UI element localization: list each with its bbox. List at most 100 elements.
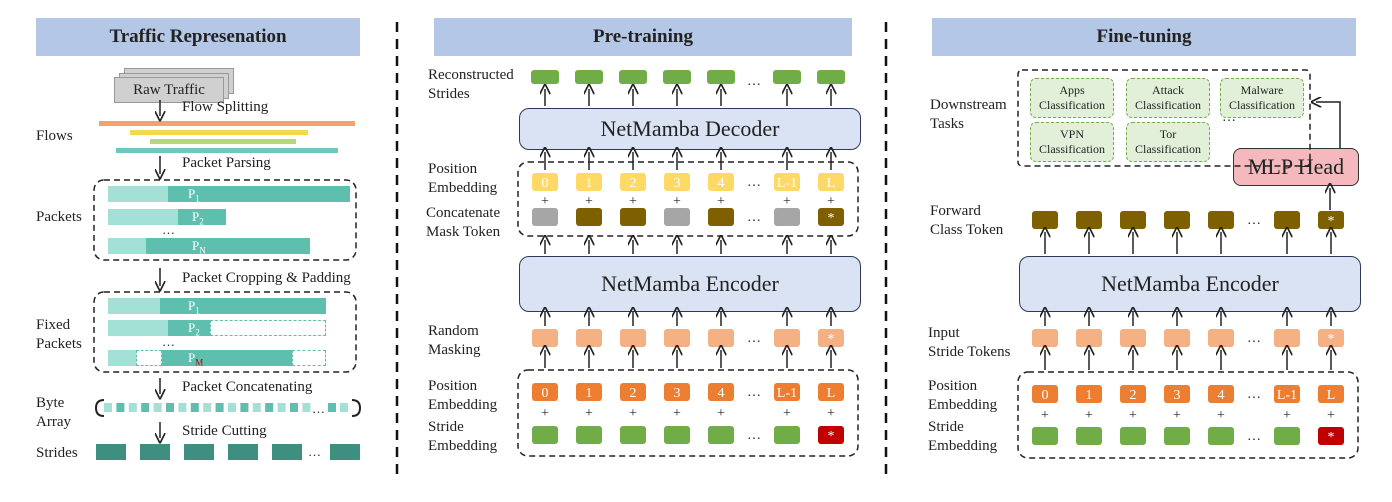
stride-block	[184, 444, 214, 460]
ft-input-token-4	[1208, 329, 1234, 347]
byte-cell	[178, 403, 187, 412]
step-stride-cutting: Stride Cutting	[182, 423, 267, 439]
ft-input-token-6	[1318, 329, 1344, 347]
pt-plus-top-1: +	[585, 194, 593, 209]
byte-cell	[265, 403, 274, 412]
ft-input-token-1	[1076, 329, 1102, 347]
pt-pos-top-3	[664, 173, 690, 191]
pt-pos-top-6-label: L	[827, 176, 836, 191]
fixed-packet-2: P2	[108, 320, 326, 338]
ft-class-token-4	[1208, 211, 1234, 229]
pt-masked-token-0	[532, 329, 558, 347]
byte-cell	[215, 403, 224, 412]
ft-pos-1-label: 1	[1086, 388, 1093, 403]
pt-masked-token-1	[576, 329, 602, 347]
fixed-packet-ellipsis: …	[162, 334, 175, 349]
pt-pos-top-5-label: L-1	[777, 176, 797, 191]
ft-class-token-6-label: *	[1328, 214, 1335, 229]
raw-traffic-box: Raw Traffic	[114, 77, 224, 103]
pt-masked-token-2	[620, 329, 646, 347]
step-packet-concatenating: Packet Concatenating	[182, 379, 313, 395]
downstream-tasks-box	[1017, 69, 1311, 167]
ft-pos-4	[1208, 385, 1234, 403]
ft-plus-5: +	[1283, 408, 1291, 423]
pt-pos-bottom-2-label: 2	[630, 386, 637, 401]
pt-pos-top-2-label: 2	[630, 176, 637, 191]
byte-cell	[153, 403, 162, 412]
header-traffic-representation: Traffic Represenation	[36, 18, 360, 56]
pt-pos-top-ellipsis: …	[747, 175, 761, 190]
pt-mask-row-ellipsis: …	[747, 331, 761, 346]
stride-block	[140, 444, 170, 460]
pt-masked-token-4	[708, 329, 734, 347]
stride-block	[272, 444, 302, 460]
pt-plus-top-2: +	[629, 194, 637, 209]
byte-cell	[240, 403, 249, 412]
pt-pos-bottom-4-label: 4	[718, 386, 725, 401]
pt-mask-token-4	[708, 208, 734, 226]
byte-cell	[203, 403, 212, 412]
step-flow-splitting: Flow Splitting	[182, 99, 269, 115]
byte-cell	[190, 403, 199, 412]
netmamba-encoder-finetuning: NetMamba Encoder	[1019, 256, 1361, 312]
reconstructed-stride-0	[531, 70, 559, 84]
step-cropping-padding: Packet Cropping & Padding	[182, 270, 351, 286]
byte-cell	[277, 403, 286, 412]
ft-plus-3: +	[1173, 408, 1181, 423]
pt-pos-bottom-0	[532, 383, 558, 401]
ft-class-token-5	[1274, 211, 1300, 229]
pt-stride-emb-1	[576, 426, 602, 444]
ft-stride-emb-0	[1032, 427, 1058, 445]
pt-plus-bottom-1: +	[585, 406, 593, 421]
reconstructed-stride-3	[663, 70, 691, 84]
fixed-packet-m: PM	[108, 350, 326, 368]
flow-bar-2	[130, 130, 308, 135]
ft-pos-3	[1164, 385, 1190, 403]
ft-stride-emb-6	[1318, 427, 1344, 445]
ft-bottom-embedding-box	[1017, 371, 1359, 459]
pt-plus-top-0: +	[541, 194, 549, 209]
ft-pos-3-label: 3	[1174, 388, 1181, 403]
pt-pos-bottom-1	[576, 383, 602, 401]
ft-pos-6-label: L	[1327, 388, 1336, 403]
ft-class-token-6	[1318, 211, 1344, 229]
pt-mask-token-2	[620, 208, 646, 226]
pt-stride-emb-6	[818, 426, 844, 444]
ft-stride-emb-6-label: *	[1328, 430, 1335, 445]
pt-pos-bottom-5-label: L-1	[777, 386, 797, 401]
ft-pos-5-label: L-1	[1277, 388, 1297, 403]
ft-class-token-0	[1032, 211, 1058, 229]
pt-recon-ellipsis: …	[747, 74, 761, 89]
fixed-packet-1: P1	[108, 298, 326, 316]
pt-pos-bottom-3-label: 3	[674, 386, 681, 401]
pt-pos-bottom-3	[664, 383, 690, 401]
ft-pos-0	[1032, 385, 1058, 403]
pt-pos-top-4-label: 4	[718, 176, 725, 191]
reconstructed-stride-2	[619, 70, 647, 84]
ft-stride-emb-4	[1208, 427, 1234, 445]
pt-pos-top-1-label: 1	[586, 176, 593, 191]
ft-pos-5	[1274, 385, 1300, 403]
ft-plus-0: +	[1041, 408, 1049, 423]
ft-stride-emb-2	[1120, 427, 1146, 445]
packets-group-box	[93, 179, 357, 261]
step-packet-parsing: Packet Parsing	[182, 155, 271, 171]
byte-cell	[228, 403, 236, 412]
reconstructed-stride-1	[575, 70, 603, 84]
task-ellipsis: …	[1222, 110, 1236, 125]
strides-ellipsis: …	[308, 444, 321, 459]
pt-plus-top-3: +	[673, 194, 681, 209]
pt-pos-top-1	[576, 173, 602, 191]
pt-plus-top-6: +	[827, 194, 835, 209]
flow-bar-3	[150, 139, 296, 144]
